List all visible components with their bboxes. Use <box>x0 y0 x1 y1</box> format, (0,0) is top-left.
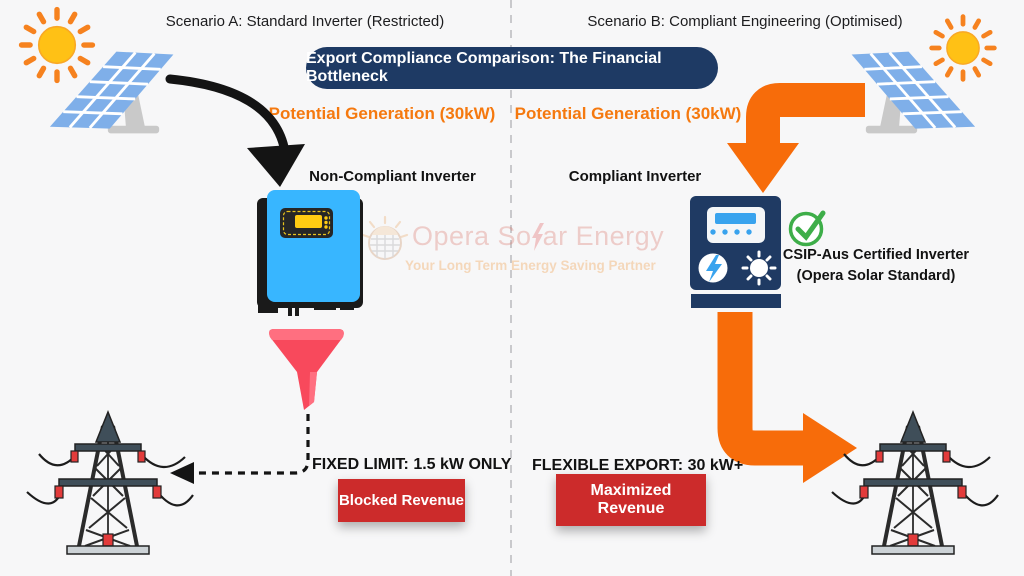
watermark-brand: Opera So ar Energy <box>412 221 664 252</box>
flow-arrow-restricted-icon <box>165 74 305 187</box>
watermark-brand-right: ar Energy <box>542 221 665 251</box>
potential-generation-a: Potential Generation (30kW) <box>268 104 496 123</box>
maximized-revenue-badge: Maximized Revenue <box>556 474 706 526</box>
inverter-label-a: Non-Compliant Inverter <box>309 168 476 185</box>
inverter-label-b: Compliant Inverter <box>568 168 702 185</box>
flexible-export-text: FLEXIBLE EXPORT: 30 kW+ <box>532 457 744 474</box>
watermark-logo-icon <box>361 215 409 260</box>
certified-line2: (Opera Solar Standard) <box>796 268 956 284</box>
non-compliant-inverter-icon <box>257 190 363 316</box>
potential-generation-b: Potential Generation (30kW) <box>514 104 742 123</box>
transmission-tower-icon-left <box>25 400 195 560</box>
compliant-inverter-icon <box>690 196 781 308</box>
certified-check-icon <box>788 210 826 247</box>
flexible-export-arrow-icon <box>717 312 857 483</box>
solar-panel-icon-left <box>20 45 190 140</box>
transmission-tower-icon-right <box>830 400 1000 560</box>
center-divider <box>510 0 512 576</box>
certified-line1: CSIP-Aus Certified Inverter <box>782 247 970 263</box>
watermark-brand-left: Opera So <box>412 221 532 251</box>
restricted-export-arrow-icon <box>170 414 310 484</box>
solar-panel-icon-right <box>835 45 1005 140</box>
blocked-revenue-badge: Blocked Revenue <box>338 479 465 522</box>
watermark-bolt-icon <box>531 222 544 251</box>
watermark-tagline: Your Long Term Energy Saving Partner <box>405 258 656 273</box>
watermark: Opera So ar Energy Your Long Term Energy … <box>350 205 680 285</box>
funnel-icon <box>269 329 344 410</box>
fixed-limit-text: FIXED LIMIT: 1.5 kW ONLY <box>312 456 512 473</box>
certified-inverter-text: CSIP-Aus Certified Inverter (Opera Solar… <box>776 245 976 287</box>
title-banner: Export Compliance Comparison: The Financ… <box>306 47 718 89</box>
generation-arrow-b-icon <box>727 83 865 193</box>
scenario-a-header: Scenario A: Standard Inverter (Restricte… <box>165 13 445 30</box>
scenario-b-header: Scenario B: Compliant Engineering (Optim… <box>587 13 903 30</box>
